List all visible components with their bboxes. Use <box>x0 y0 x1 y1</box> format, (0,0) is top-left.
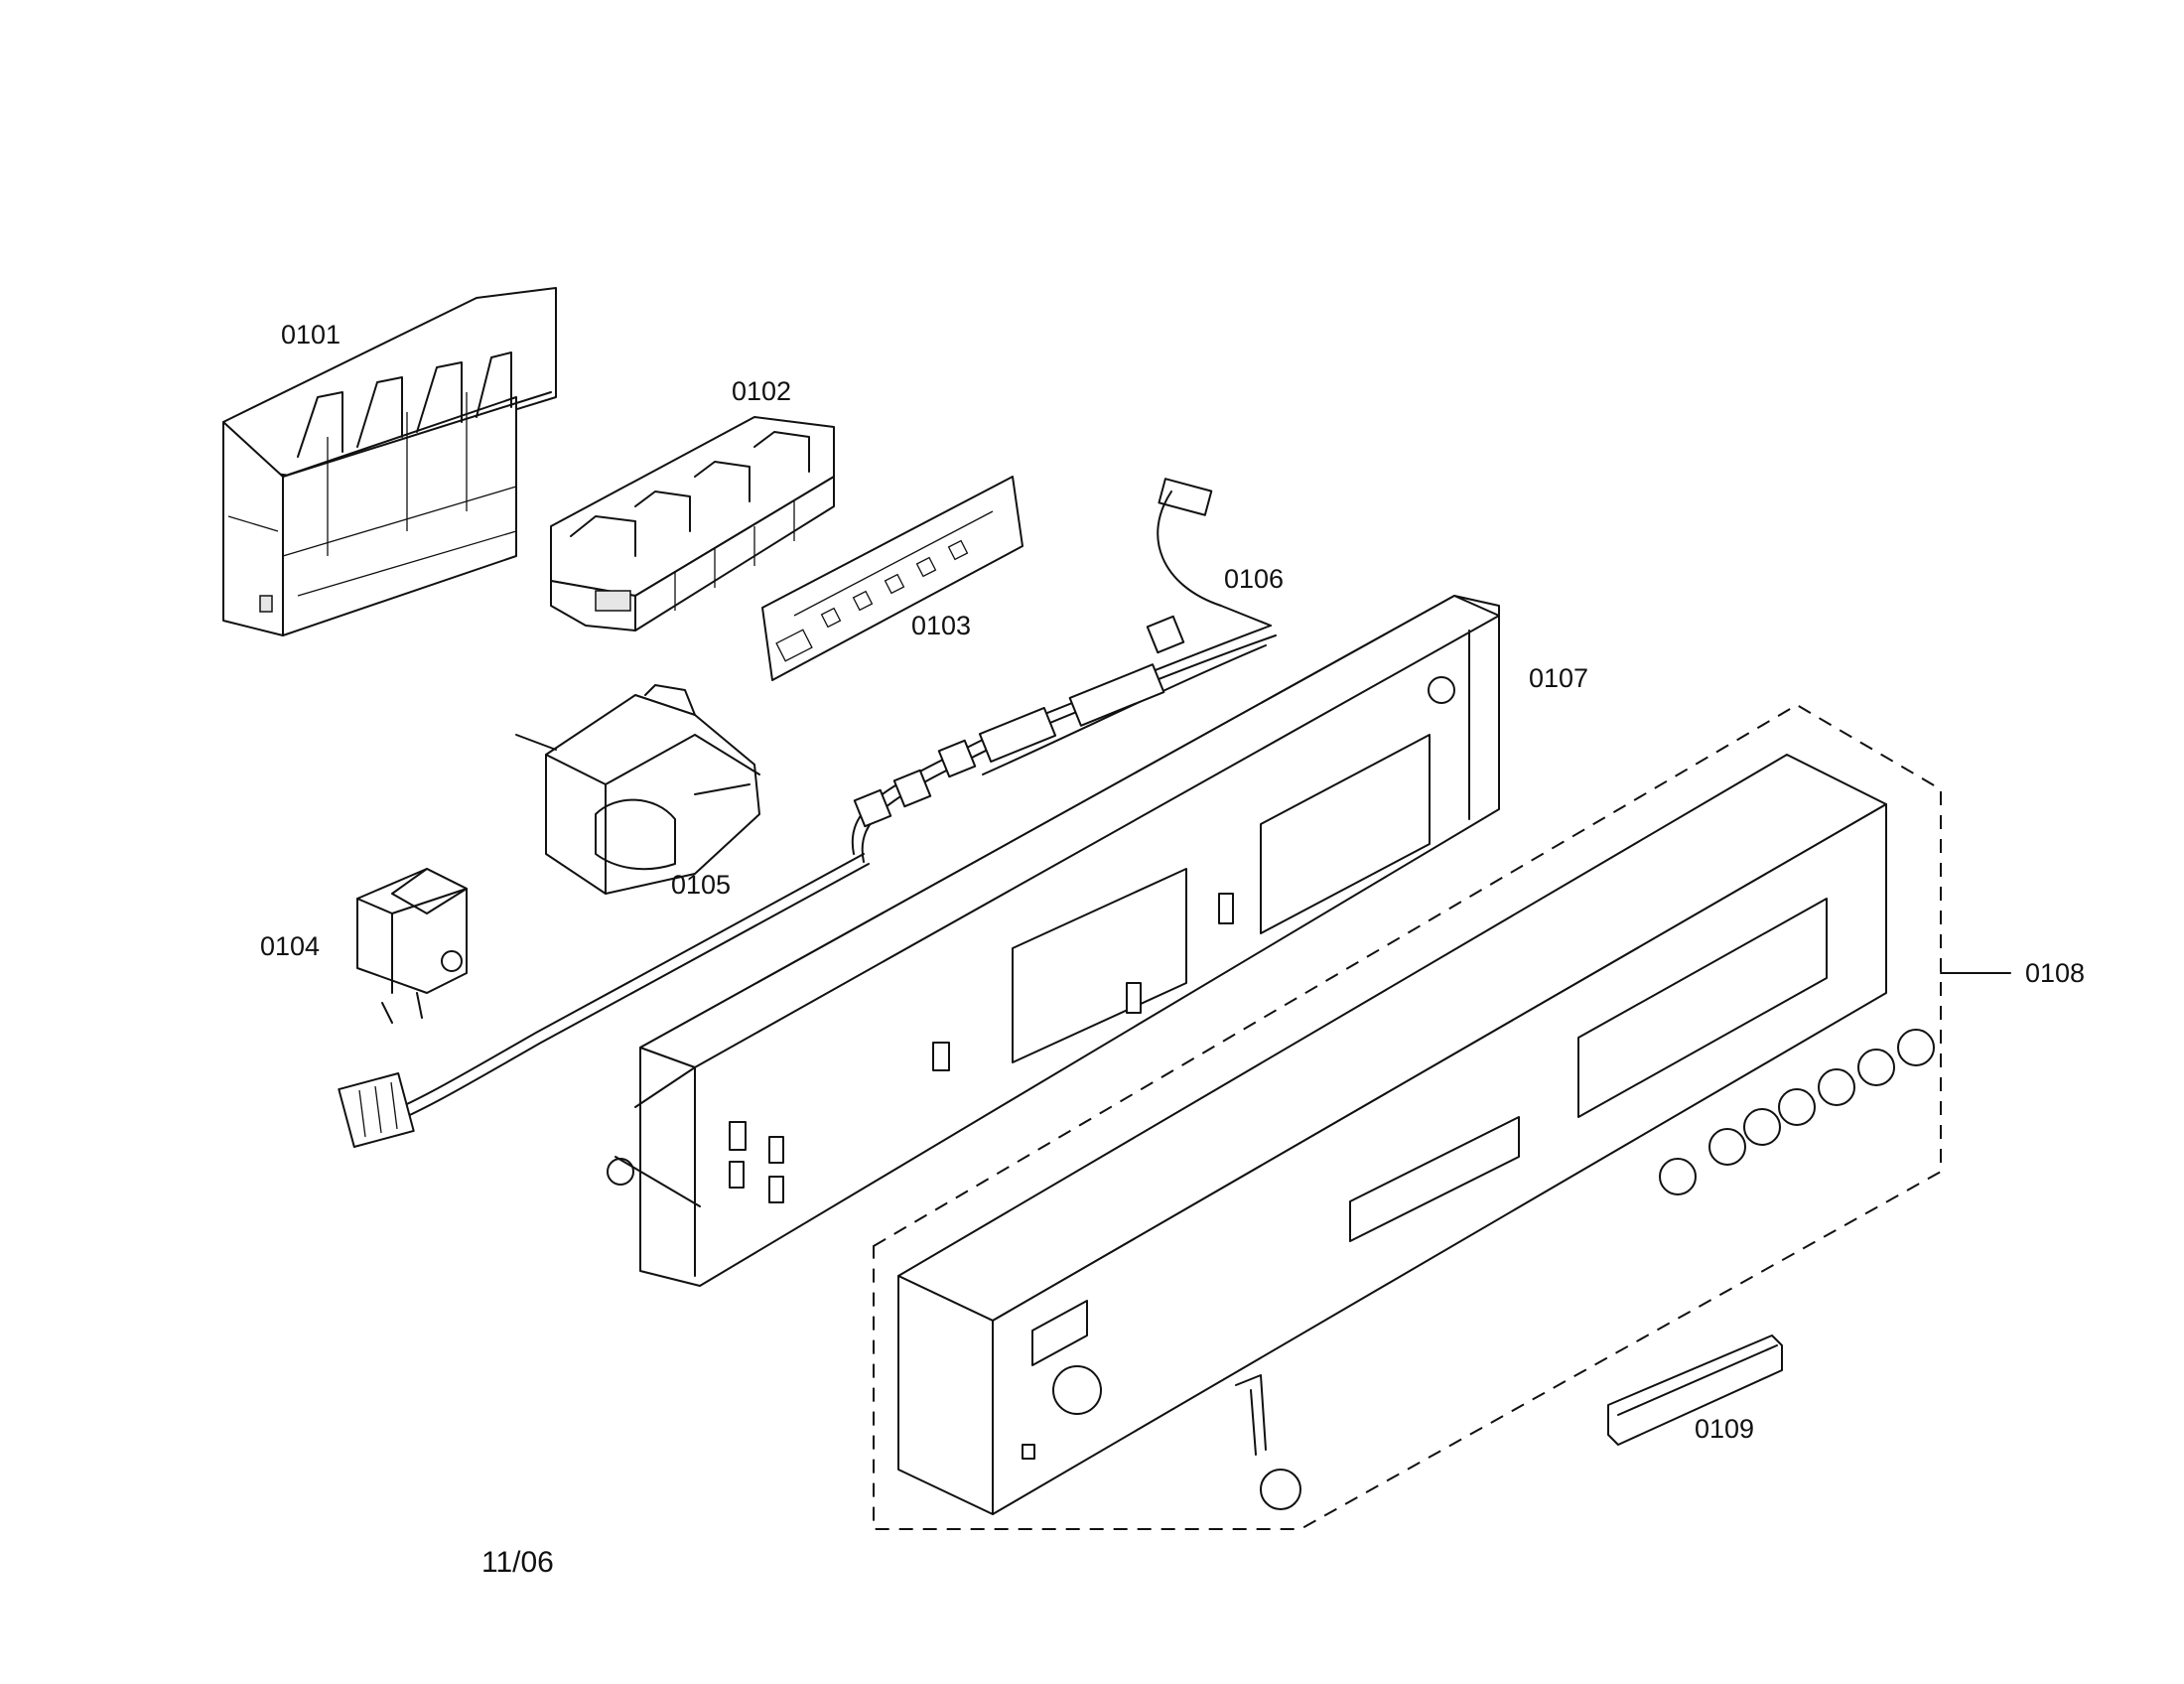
revision-date: 11/06 <box>481 1546 554 1579</box>
part-0101-control-module <box>222 287 557 636</box>
part-0102-switch-block <box>550 416 835 632</box>
part-label-0106: 0106 <box>1224 564 1284 594</box>
part-0108-front-panel <box>873 703 2011 1530</box>
part-label-0103: 0103 <box>911 611 971 640</box>
part-0103-control-label <box>761 476 1024 681</box>
part-0104-sensor <box>356 868 468 1024</box>
part-label-0108: 0108 <box>2025 958 2085 988</box>
part-label-0104: 0104 <box>260 931 320 961</box>
part-label-0109: 0109 <box>1695 1414 1754 1444</box>
part-0105-switch-assembly <box>515 684 760 895</box>
part-label-0107: 0107 <box>1529 663 1588 693</box>
part-label-0102: 0102 <box>732 376 791 406</box>
part-0106-wire-harness <box>338 478 1277 1149</box>
part-0109-trim-strip <box>1607 1334 1783 1446</box>
part-label-0105: 0105 <box>671 870 731 900</box>
part-label-0101: 0101 <box>281 320 341 350</box>
part-0107-panel-frame <box>607 595 1500 1287</box>
